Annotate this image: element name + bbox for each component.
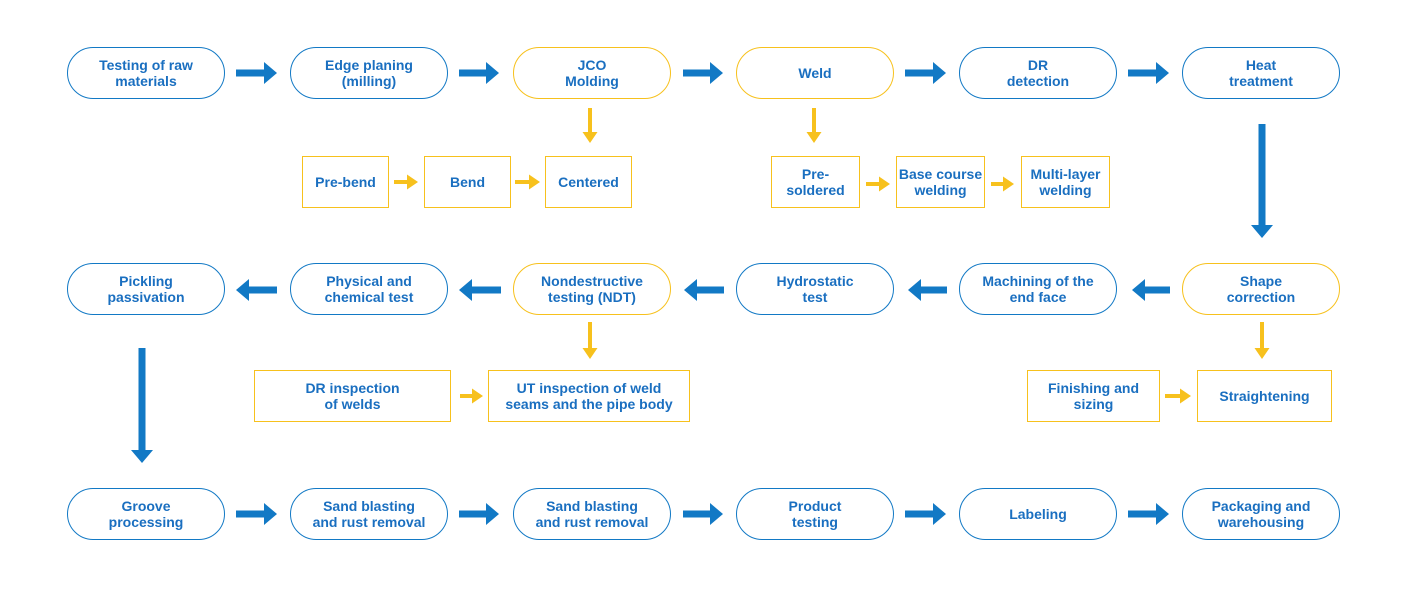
- flow-arrow-down: [131, 348, 153, 463]
- substep-label: Bend: [450, 174, 485, 190]
- step-hydrostatic-test: Hydrostatic test: [736, 263, 894, 315]
- substep-arrow: [1165, 388, 1191, 404]
- substep-label: Centered: [558, 174, 619, 190]
- substep-arrow-down: [582, 322, 598, 359]
- substep-finishing-sizing: Finishing and sizing: [1027, 370, 1160, 422]
- substep-pre-bend: Pre-bend: [302, 156, 389, 208]
- substep-arrow-down: [806, 108, 822, 143]
- step-label: Product testing: [788, 498, 842, 530]
- substep-arrow-down: [582, 108, 598, 143]
- substep-pre-soldered: Pre- soldered: [771, 156, 860, 208]
- substep-arrow: [866, 176, 890, 192]
- substep-label: Pre-bend: [315, 174, 376, 190]
- flow-arrow: [236, 503, 277, 525]
- flow-arrow: [1128, 62, 1169, 84]
- substep-arrow: [991, 176, 1014, 192]
- step-nondestructive-testing: Nondestructive testing (NDT): [513, 263, 671, 315]
- step-machining-end-face: Machining of the end face: [959, 263, 1117, 315]
- flow-arrow-down: [1251, 124, 1273, 238]
- step-heat-treatment: Heat treatment: [1182, 47, 1340, 99]
- flow-arrow: [683, 62, 723, 84]
- step-groove-processing: Groove processing: [67, 488, 225, 540]
- step-shape-correction: Shape correction: [1182, 263, 1340, 315]
- flow-arrow: [1132, 279, 1170, 301]
- step-label: Groove processing: [108, 498, 184, 530]
- step-label: JCO Molding: [565, 57, 619, 89]
- flow-arrow: [684, 279, 724, 301]
- substep-label: Pre- soldered: [786, 166, 845, 198]
- flow-arrow: [905, 62, 946, 84]
- step-physical-chemical-test: Physical and chemical test: [290, 263, 448, 315]
- step-labeling: Labeling: [959, 488, 1117, 540]
- substep-label: DR inspection of welds: [305, 380, 400, 412]
- substep-label: UT inspection of weld seams and the pipe…: [505, 380, 673, 412]
- substep-multi-layer-welding: Multi-layer welding: [1021, 156, 1110, 208]
- substep-arrow: [460, 388, 483, 404]
- step-label: Testing of raw materials: [99, 57, 193, 89]
- substep-dr-inspection-welds: DR inspection of welds: [254, 370, 451, 422]
- step-label: Labeling: [1009, 506, 1067, 522]
- flow-arrow: [236, 279, 277, 301]
- substep-straightening: Straightening: [1197, 370, 1332, 422]
- substep-label: Multi-layer welding: [1030, 166, 1101, 198]
- step-label: Physical and chemical test: [324, 273, 414, 305]
- step-packaging-warehousing: Packaging and warehousing: [1182, 488, 1340, 540]
- step-label: Sand blasting and rust removal: [312, 498, 426, 530]
- flow-arrow: [459, 503, 499, 525]
- step-label: Heat treatment: [1229, 57, 1293, 89]
- flow-arrow: [236, 62, 277, 84]
- flow-arrow: [908, 279, 947, 301]
- substep-arrow: [515, 174, 540, 190]
- step-label: Pickling passivation: [107, 273, 185, 305]
- flow-arrow: [459, 279, 501, 301]
- step-weld: Weld: [736, 47, 894, 99]
- flow-arrow: [459, 62, 499, 84]
- substep-ut-inspection: UT inspection of weld seams and the pipe…: [488, 370, 690, 422]
- substep-label: Straightening: [1219, 388, 1310, 404]
- step-testing-raw-materials: Testing of raw materials: [67, 47, 225, 99]
- step-label: Hydrostatic test: [776, 273, 854, 305]
- step-label: Edge planing (milling): [325, 57, 413, 89]
- step-label: Weld: [798, 65, 832, 81]
- step-label: Packaging and warehousing: [1211, 498, 1311, 530]
- step-label: Machining of the end face: [982, 273, 1094, 305]
- step-jco-molding: JCO Molding: [513, 47, 671, 99]
- substep-bend: Bend: [424, 156, 511, 208]
- step-label: DR detection: [1006, 57, 1070, 89]
- step-pickling-passivation: Pickling passivation: [67, 263, 225, 315]
- step-label: Shape correction: [1226, 273, 1296, 305]
- flow-arrow: [905, 503, 946, 525]
- flow-arrow: [683, 503, 723, 525]
- substep-label: Base course welding: [898, 166, 983, 198]
- step-product-testing: Product testing: [736, 488, 894, 540]
- flow-arrow: [1128, 503, 1169, 525]
- substep-centered: Centered: [545, 156, 632, 208]
- substep-arrow-down: [1254, 322, 1270, 359]
- step-label: Nondestructive testing (NDT): [541, 273, 643, 305]
- substep-arrow: [394, 174, 418, 190]
- step-label: Sand blasting and rust removal: [535, 498, 649, 530]
- step-dr-detection: DR detection: [959, 47, 1117, 99]
- step-sand-blasting-1: Sand blasting and rust removal: [290, 488, 448, 540]
- substep-label: Finishing and sizing: [1048, 380, 1139, 412]
- substep-base-course-welding: Base course welding: [896, 156, 985, 208]
- step-sand-blasting-2: Sand blasting and rust removal: [513, 488, 671, 540]
- step-edge-planing: Edge planing (milling): [290, 47, 448, 99]
